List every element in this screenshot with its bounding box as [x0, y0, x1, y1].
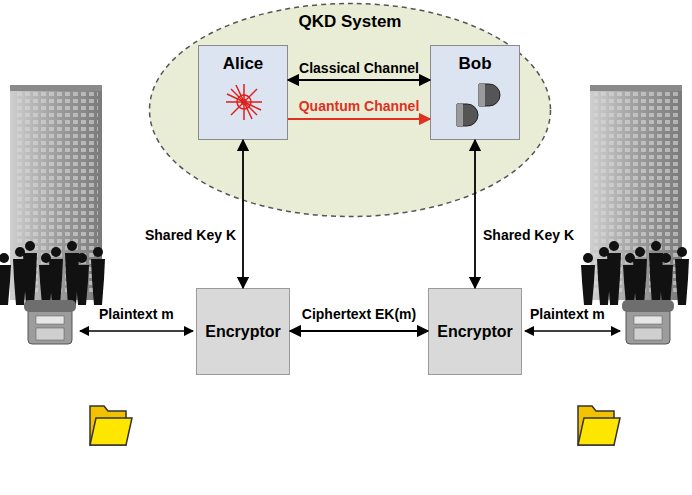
encryptor-box: Encryptor: [196, 288, 290, 375]
node-label: Alice: [199, 54, 287, 74]
channel-label: Shared Key K: [483, 227, 574, 243]
laser-icon: [224, 82, 264, 122]
channel-label: Shared Key K: [145, 227, 236, 243]
channel-label: Classical Channel: [299, 60, 419, 76]
encryptor-box: Encryptor: [428, 288, 522, 375]
node-label: Bob: [431, 54, 519, 74]
plaintext-line: [80, 330, 193, 332]
telephone: [24, 300, 76, 344]
party-box: Alice: [198, 45, 288, 140]
channel-label: Ciphertext EK(m): [302, 306, 416, 322]
plaintext-line: [525, 330, 620, 332]
connector: [474, 140, 476, 288]
people-silhouettes: [581, 241, 689, 305]
channel-label: Quantum Channel: [299, 98, 420, 114]
node-label: Encryptor: [205, 323, 281, 341]
node-label: QKD System: [148, 12, 552, 32]
party-box: Bob: [430, 45, 520, 140]
connector: [242, 140, 244, 288]
people-silhouettes: [0, 241, 105, 305]
node-label: Encryptor: [437, 323, 513, 341]
folder: [90, 406, 132, 445]
plaintext-label: Plaintext m: [99, 306, 174, 322]
connector: [290, 330, 428, 332]
plaintext-label: Plaintext m: [530, 306, 605, 322]
connector: [288, 79, 430, 81]
folder: [578, 406, 620, 445]
telephone: [622, 300, 674, 344]
connector: [288, 118, 430, 120]
detector-icon: [451, 80, 507, 128]
